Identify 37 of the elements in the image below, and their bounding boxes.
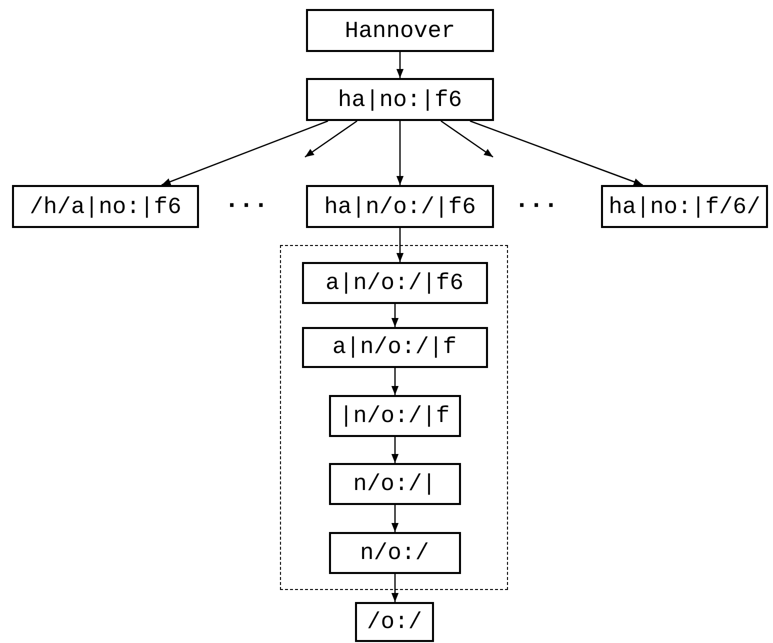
node-label: n/o:/ (360, 540, 429, 566)
ellipsis: · · · (228, 193, 265, 217)
arrow (391, 505, 399, 532)
node-label: a|n/o:/|f (332, 334, 457, 360)
text-box (302, 262, 488, 304)
arrow (391, 304, 399, 327)
arrow (396, 228, 404, 262)
node-label: ha|no:|f6 (338, 86, 462, 112)
arrow (304, 120, 358, 158)
text-box (328, 532, 460, 574)
arrow (391, 368, 399, 395)
arrow (440, 120, 494, 158)
text-box (306, 9, 494, 52)
text-box (601, 185, 768, 228)
node-label: n/o:/| (353, 470, 436, 496)
arrow (396, 52, 404, 78)
node-label: /o:/ (366, 609, 422, 635)
text-box (328, 394, 460, 436)
text-box (306, 185, 494, 228)
text-box (355, 602, 434, 642)
node-label: Hannover (344, 18, 456, 44)
dashed-group-box (280, 245, 508, 590)
text-box (306, 78, 494, 121)
ellipsis: · · · (518, 193, 555, 217)
text-box (12, 185, 199, 228)
node-label: /h/a|no:|f6 (30, 194, 182, 220)
arrow (391, 574, 399, 602)
text-box (328, 462, 460, 504)
node-label: |n/o:/|f (339, 402, 450, 428)
node-label: ha|no:|f/6/ (608, 194, 760, 220)
node-label: a|n/o:/|f6 (325, 270, 464, 296)
arrow (470, 120, 643, 186)
arrow (396, 121, 404, 185)
text-box (302, 326, 488, 368)
node-label: ha|n/o:/|f6 (324, 194, 476, 220)
arrow (161, 120, 328, 186)
arrow (391, 437, 399, 463)
